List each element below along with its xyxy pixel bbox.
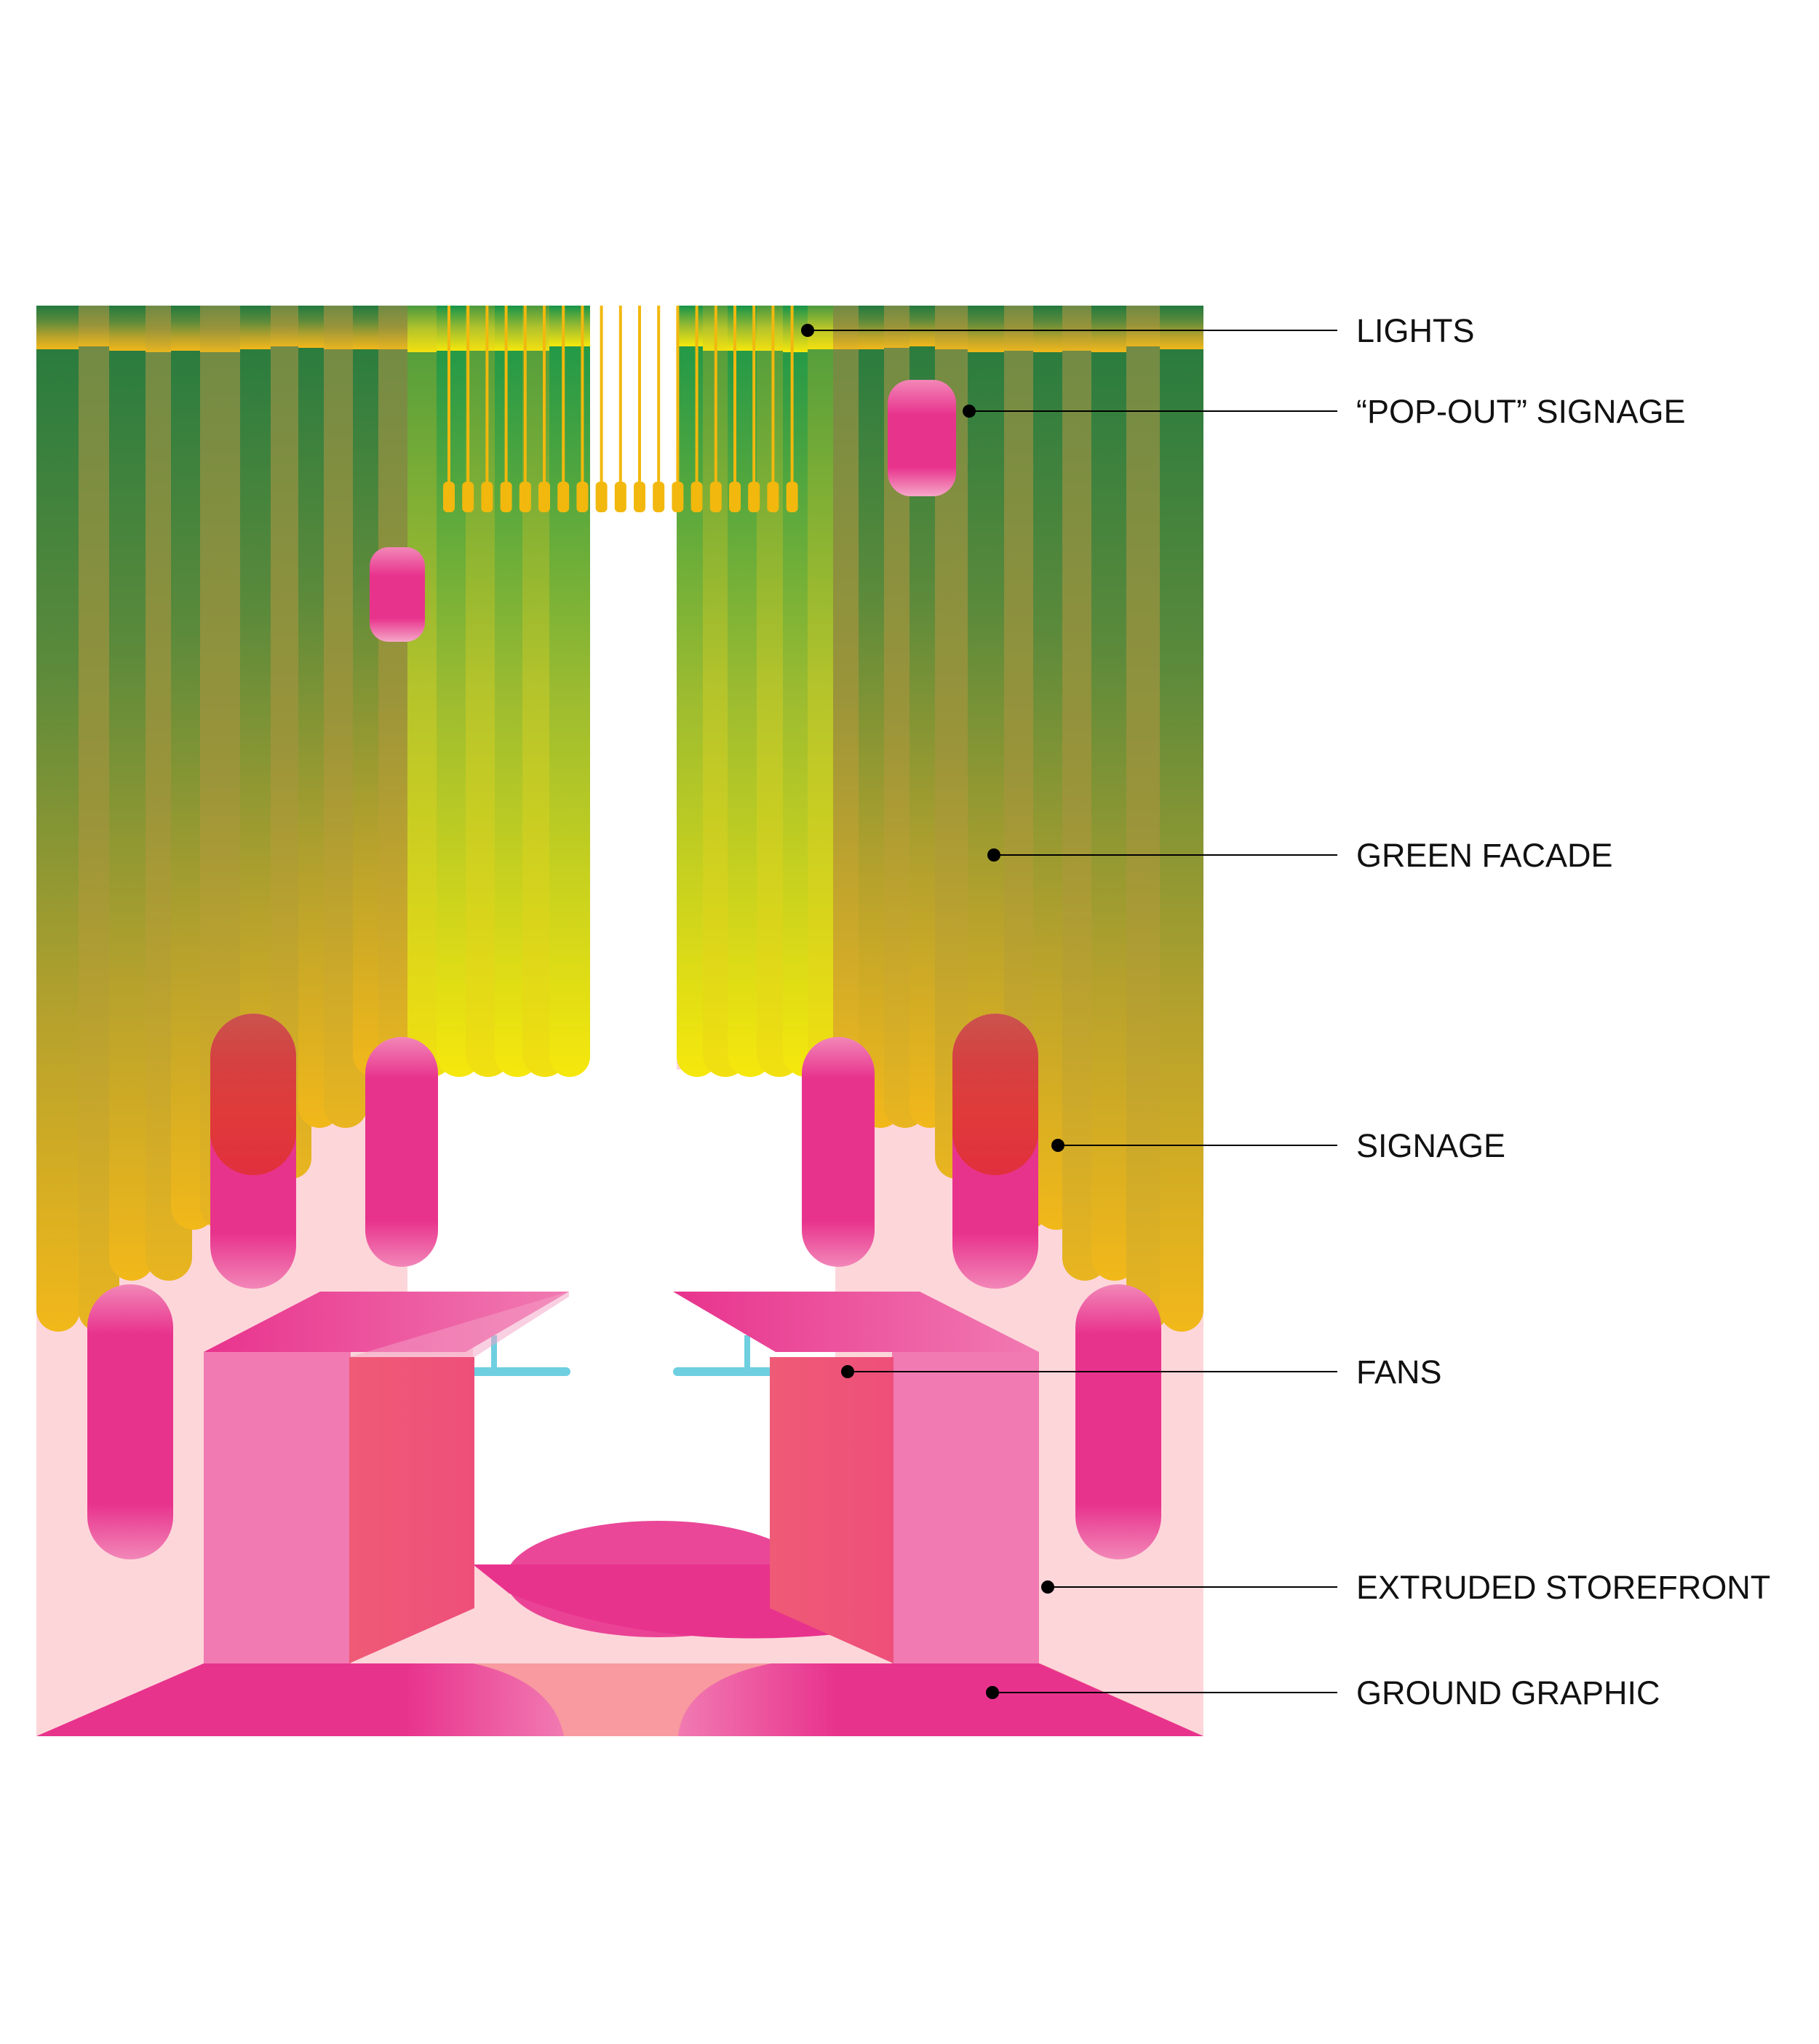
- fan-rod: [491, 1335, 497, 1372]
- light-bulb: [595, 482, 608, 512]
- light-bulb: [729, 482, 741, 512]
- popout-sign-lower: [370, 547, 425, 642]
- light-cord: [447, 306, 450, 484]
- facade-strip: [549, 306, 590, 1077]
- callout-signage: SIGNAGE: [1051, 1127, 1505, 1164]
- label-popout-signage: “POP-OUT” SIGNAGE: [1356, 393, 1686, 430]
- facade-strip: [968, 306, 1014, 1179]
- light-cord: [676, 306, 680, 484]
- light-bulb: [786, 482, 798, 512]
- facade-strip: [200, 306, 247, 1230]
- light-cord: [485, 306, 489, 484]
- signage-capsule: [87, 1284, 173, 1559]
- facade-strip-top: [200, 306, 247, 352]
- light-cord: [562, 306, 565, 484]
- callout-dot: [986, 1686, 999, 1699]
- callout-group: LIGHTS “POP-OUT” SIGNAGE GREEN FACADE SI…: [801, 312, 1770, 1711]
- light-bulb: [634, 482, 645, 512]
- light-cord: [504, 306, 508, 484]
- light-cord: [618, 306, 622, 484]
- callout-fans: FANS: [841, 1353, 1442, 1391]
- light-cord: [733, 306, 736, 484]
- extruded-storefront-left: [36, 1292, 569, 1736]
- light-bulb: [614, 482, 626, 512]
- hanging-lights: [443, 306, 798, 512]
- light-bulb: [538, 482, 550, 512]
- light-cord: [523, 306, 527, 484]
- extruded-storefront-right: [673, 1292, 1203, 1736]
- callout-dot: [987, 848, 1000, 862]
- light-cord: [695, 306, 698, 484]
- signage-overlap: [210, 1014, 296, 1175]
- label-green-facade: GREEN FACADE: [1356, 837, 1613, 874]
- callout-lights: LIGHTS: [801, 312, 1475, 349]
- light-cord: [657, 306, 661, 484]
- callout-extruded-storefront: EXTRUDED STOREFRONT: [1041, 1569, 1770, 1606]
- fan-rod: [744, 1335, 750, 1372]
- light-cord: [771, 306, 775, 484]
- light-cord: [752, 306, 756, 484]
- callout-dot: [963, 405, 976, 418]
- light-cord: [466, 306, 470, 484]
- light-cord: [543, 306, 546, 484]
- light-bulb: [462, 482, 474, 512]
- light-bulb: [748, 482, 760, 512]
- label-signage: SIGNAGE: [1356, 1127, 1505, 1164]
- light-cord: [638, 306, 641, 484]
- light-bulb: [709, 482, 722, 512]
- facade-strip-top: [36, 306, 80, 349]
- callout-ground-graphic: GROUND GRAPHIC: [986, 1674, 1660, 1711]
- light-bulb: [443, 482, 455, 512]
- callout-green-facade: GREEN FACADE: [987, 837, 1613, 874]
- light-bulb: [690, 482, 703, 512]
- facade-strip: [1126, 306, 1167, 1332]
- facade-strip: [36, 306, 80, 1332]
- label-fans: FANS: [1356, 1353, 1442, 1391]
- label-lights: LIGHTS: [1356, 312, 1475, 349]
- light-cord: [600, 306, 603, 484]
- label-ground-graphic: GROUND GRAPHIC: [1356, 1674, 1660, 1711]
- light-bulb: [653, 482, 665, 512]
- ground-ellipse-center: [506, 1521, 811, 1637]
- light-cord: [714, 306, 717, 484]
- facade-strip: [109, 306, 154, 1281]
- light-bulb: [576, 482, 589, 512]
- light-bulb: [481, 482, 493, 512]
- signage-group: [87, 1014, 1161, 1559]
- callout-dot: [1041, 1580, 1054, 1594]
- signage-capsule: [802, 1037, 875, 1267]
- light-cord: [581, 306, 584, 484]
- facade-strip-top: [1160, 306, 1203, 349]
- light-cord: [790, 306, 794, 484]
- signage-overlap: [952, 1014, 1038, 1175]
- callout-popout-signage: “POP-OUT” SIGNAGE: [963, 393, 1686, 430]
- popout-sign-upper: [888, 380, 956, 496]
- light-bulb: [557, 482, 570, 512]
- callout-dot: [1051, 1139, 1064, 1152]
- signage-capsule: [365, 1037, 438, 1267]
- light-bulb: [767, 482, 779, 512]
- facade-strip: [1160, 306, 1203, 1332]
- green-facade: [36, 306, 1203, 1332]
- facade-strip-top: [549, 306, 590, 346]
- callout-dot: [801, 324, 814, 337]
- callout-dot: [841, 1365, 854, 1378]
- central-void: [407, 306, 835, 1564]
- signage-capsule: [1075, 1284, 1161, 1559]
- light-bulb: [672, 482, 684, 512]
- label-extruded-storefront: EXTRUDED STOREFRONT: [1356, 1569, 1770, 1606]
- light-bulb: [500, 482, 512, 512]
- light-bulb: [519, 482, 531, 512]
